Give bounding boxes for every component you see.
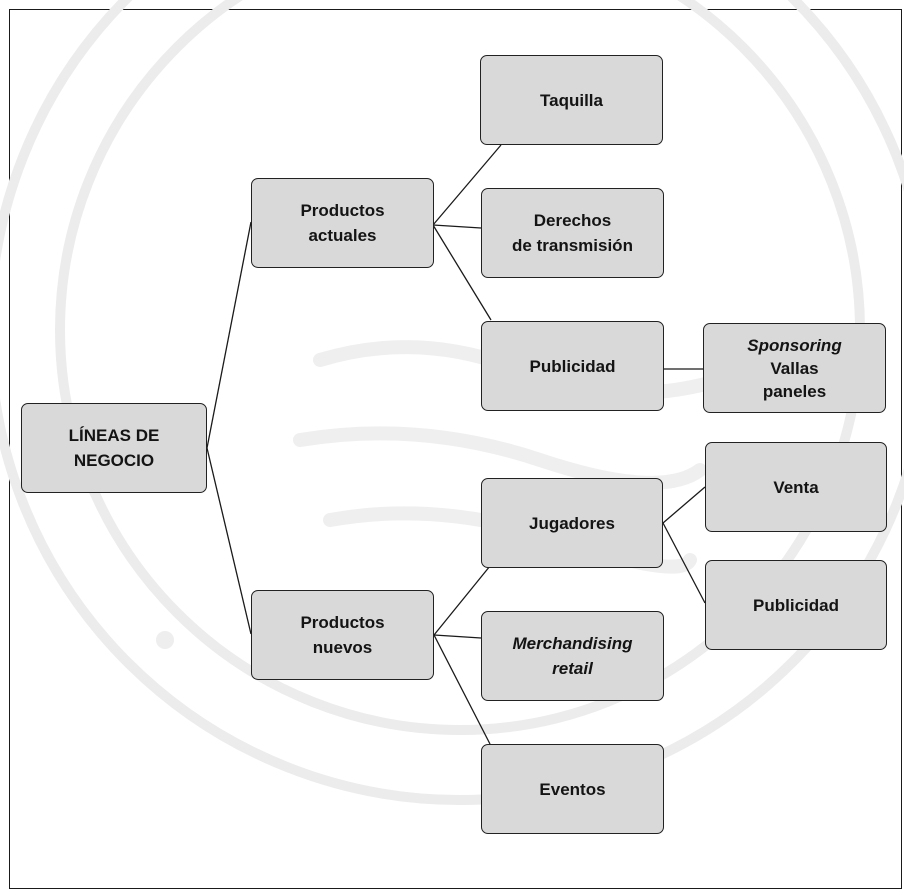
node-lineas-de-negocio-line-1: LÍNEAS DE [68,426,160,445]
node-derechos-line-1: Derechos [533,211,612,230]
node-derechos-line-2: de transmisión [512,236,633,255]
node-productos-nuevos: Productos nuevos [251,590,434,680]
connector-root-actuales [206,221,252,449]
node-taquilla: Taquilla [480,55,663,145]
connector-actuales-derechos [432,224,482,229]
connector-actuales-taquilla [432,144,502,226]
node-merchandising-line-1: Merchandising [512,634,633,653]
node-lineas-de-negocio-line-2: NEGOCIO [73,451,155,470]
node-merchandising-retail: Merchandising retail [481,611,664,701]
node-merchandising-line-2: retail [552,659,593,678]
node-derechos-de-transmision: Derechos de transmisión [481,188,664,278]
node-productos-nuevos-line-1: Productos [300,613,385,632]
node-publicidad-label: Publicidad [529,356,616,376]
node-publicidad-jugadores: Publicidad [705,560,887,650]
connector-root-nuevos [206,447,252,635]
node-publicidad: Publicidad [481,321,664,411]
connector-actuales-publicidad [432,224,492,321]
node-sponsoring-line-1: Sponsoring [747,335,842,355]
node-productos-actuales-line-2: actuales [308,226,377,245]
node-publicidad-jugadores-label: Publicidad [753,595,839,615]
connector-jugadores-venta [662,486,706,524]
node-venta: Venta [705,442,887,532]
connector-jugadores-publicidad [662,522,706,604]
connector-nuevos-merchandising [433,634,482,639]
node-venta-label: Venta [773,477,819,497]
node-lineas-de-negocio: LÍNEAS DE NEGOCIO [21,403,207,493]
node-productos-nuevos-line-2: nuevos [312,638,373,657]
node-jugadores-label: Jugadores [529,513,615,533]
node-eventos: Eventos [481,744,664,834]
node-productos-actuales-line-1: Productos [300,201,385,220]
connector-nuevos-jugadores [433,565,491,636]
connector-nuevos-eventos [433,634,491,745]
node-sponsoring-vallas-paneles: Sponsoring Vallas paneles [703,323,886,413]
node-sponsoring-line-3: paneles [762,381,827,401]
node-sponsoring-line-2: Vallas [770,358,819,378]
node-eventos-label: Eventos [539,779,606,799]
node-taquilla-label: Taquilla [540,90,603,110]
node-productos-actuales: Productos actuales [251,178,434,268]
node-jugadores: Jugadores [481,478,663,568]
